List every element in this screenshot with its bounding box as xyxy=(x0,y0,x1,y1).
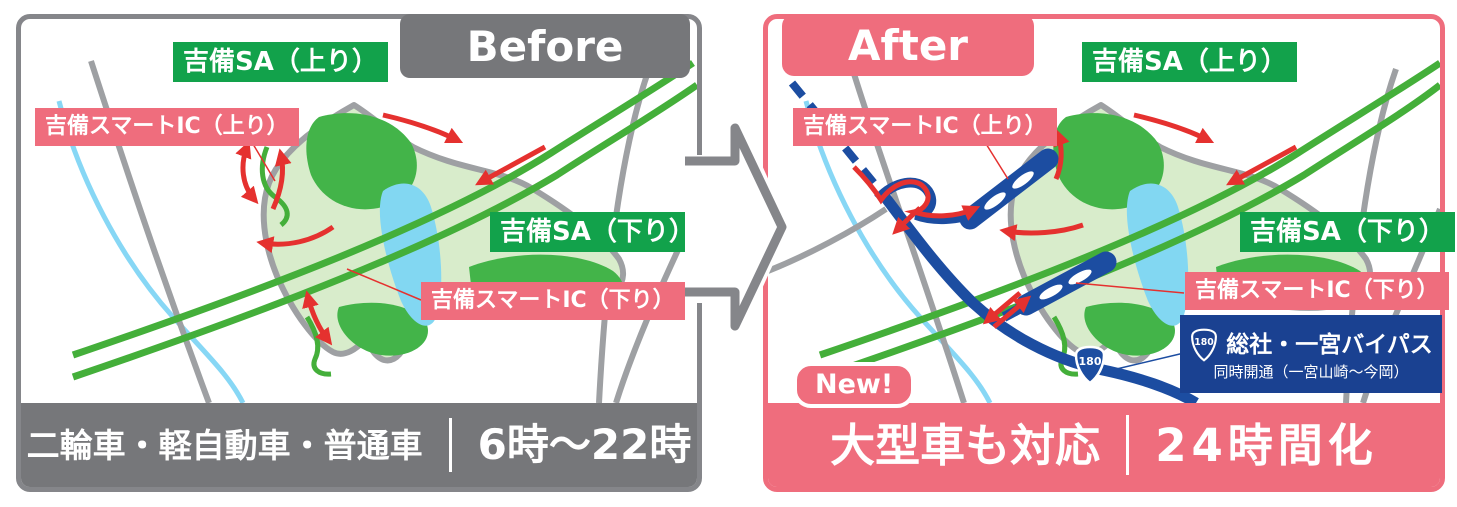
expressway xyxy=(818,82,1440,381)
svg-text:180: 180 xyxy=(1194,337,1214,348)
before-operating-hours: 6時～22時 xyxy=(477,420,692,469)
label-kibi-smart-ic-down: 吉備スマートIC（下り） xyxy=(1185,272,1449,310)
label-kibi-sa-up: 吉備SA（上り） xyxy=(173,42,388,82)
sa-green-bottom xyxy=(337,302,428,356)
ic-loop-ramp-down xyxy=(1015,251,1117,316)
label-kibi-smart-ic-up: 吉備スマートIC（上り） xyxy=(793,108,1057,146)
bypass-name: 総社・一宮バイパス xyxy=(1226,331,1433,358)
before-vehicle-types: 二輪車・軽自動車・普通車 xyxy=(26,425,423,465)
flow-arrow xyxy=(256,224,335,254)
new-badge: New! xyxy=(793,362,916,408)
transition-arrow-icon xyxy=(685,119,790,335)
after-operating-hours: 24時間化 xyxy=(1155,418,1378,472)
sa-green-upper xyxy=(1053,113,1164,210)
flow-arrow xyxy=(270,148,292,211)
river xyxy=(803,100,993,403)
after-panel: 180 After 吉備SA（上り） 吉備スマートIC（上り） 吉備SA（下り）… xyxy=(763,14,1455,492)
river xyxy=(56,100,246,403)
ramp-opening xyxy=(984,192,1006,210)
before-panel: Before 吉備SA（上り） 吉備スマートIC（上り） 吉備SA（下り） 吉備… xyxy=(16,14,705,492)
footer-divider xyxy=(1126,415,1130,475)
flow-arrow xyxy=(852,165,981,221)
local-road xyxy=(88,60,212,403)
footer-divider xyxy=(448,418,452,472)
flow-arrow xyxy=(302,290,333,346)
route-shield-icon: 180 xyxy=(1074,345,1106,385)
label-kibi-sa-down: 吉備SA（下り） xyxy=(490,212,705,252)
ramp-opening xyxy=(1039,284,1063,300)
flow-arrow xyxy=(1053,128,1070,180)
leader-line xyxy=(346,268,422,301)
sa-green-upper xyxy=(306,113,417,210)
flow-arrow xyxy=(475,144,547,186)
bypass-info-box: 180 総社・一宮バイパス 同時開通（一宮山崎～今岡） xyxy=(1180,315,1442,393)
before-footer: 二輪車・軽自動車・普通車 6時～22時 xyxy=(21,403,697,487)
leader-line-blue xyxy=(1107,352,1185,372)
label-kibi-sa-down: 吉備SA（下り） xyxy=(1240,212,1455,252)
label-kibi-smart-ic-up: 吉備スマートIC（上り） xyxy=(35,108,299,146)
local-road xyxy=(768,206,888,274)
label-kibi-sa-up: 吉備SA（上り） xyxy=(1082,42,1297,82)
ramp-opening xyxy=(1012,171,1034,189)
label-kibi-smart-ic-down: 吉備スマートIC（下り） xyxy=(421,282,685,320)
ic-loop-ramp-up xyxy=(959,148,1059,230)
bypass-info-title-row: 180 総社・一宮バイパス xyxy=(1189,328,1433,362)
before-title: Before xyxy=(400,14,690,78)
expressway xyxy=(71,60,695,359)
flow-arrow xyxy=(1133,112,1215,144)
expressway xyxy=(818,60,1440,359)
svg-text:180: 180 xyxy=(1079,355,1102,368)
flow-arrow xyxy=(999,222,1084,242)
ic-ramp-road xyxy=(259,146,290,227)
flow-arrow xyxy=(1226,144,1298,186)
sa-green-bottom xyxy=(1084,302,1175,356)
route-shield-icon: 180 xyxy=(1191,328,1218,362)
after-footer: 大型車も対応 24時間化 xyxy=(768,403,1440,487)
bypass-note: 同時開通（一宮山崎～今岡） xyxy=(1213,363,1409,381)
expressway xyxy=(71,82,697,381)
after-vehicle-types: 大型車も対応 xyxy=(830,418,1101,472)
flow-arrow xyxy=(382,112,464,144)
leader-line xyxy=(1075,282,1185,294)
ramp-opening xyxy=(1068,269,1092,285)
flow-arrow xyxy=(982,291,1022,325)
after-title: After xyxy=(782,14,1034,76)
bypass-road xyxy=(877,189,1199,403)
flow-arrow xyxy=(235,140,259,205)
flow-arrow xyxy=(892,206,922,235)
